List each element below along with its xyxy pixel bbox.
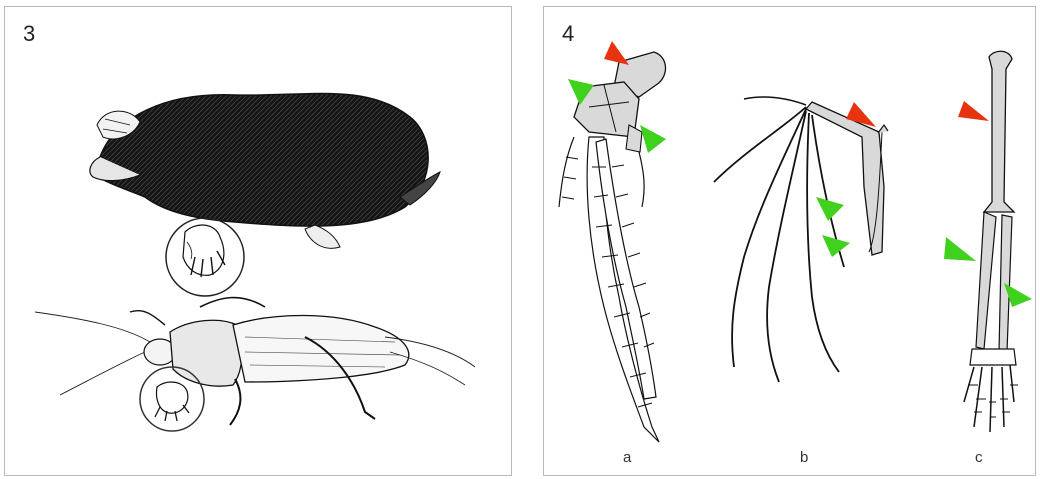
mole-cricket-drawing (35, 298, 475, 431)
mole-drawing (90, 93, 440, 296)
panel-4-illustration (544, 7, 1037, 477)
figure-panel-4: 4 a b c (543, 6, 1036, 476)
red-marker (604, 41, 629, 65)
bat-wing-skeleton (714, 97, 888, 382)
figure-panel-3: 3 (4, 6, 512, 476)
flipper-skeleton (559, 52, 666, 442)
green-marker (944, 237, 976, 261)
green-marker (816, 197, 844, 221)
panel-3-illustration (5, 7, 513, 477)
red-marker (958, 101, 989, 121)
green-marker (640, 125, 666, 153)
